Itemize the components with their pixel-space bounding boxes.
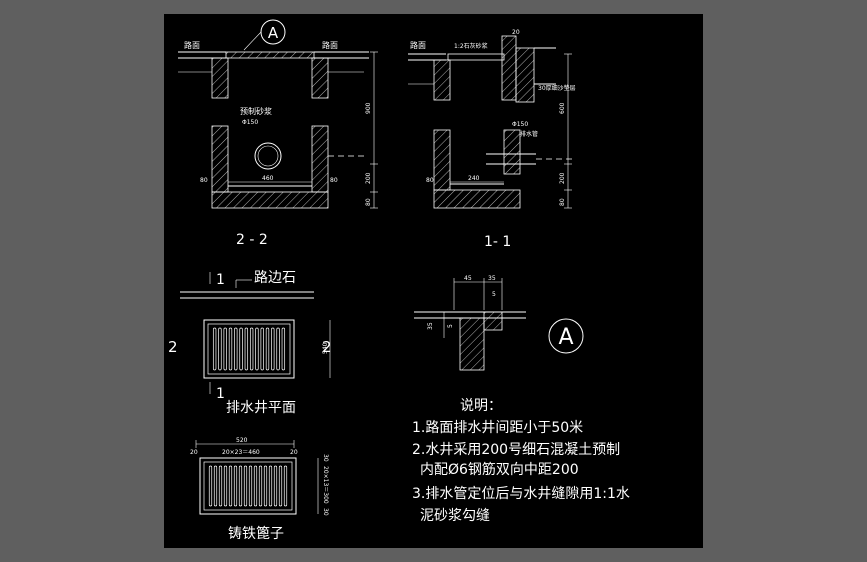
road-left-label: 路面 <box>184 40 200 50</box>
grate-mid-dim: 20×23＝460 <box>222 449 260 456</box>
grate-slot <box>243 465 248 507</box>
grate-slot <box>212 327 217 371</box>
grate-slot <box>276 327 280 371</box>
base-dim: 200 <box>365 172 372 184</box>
cut-left-label: 2 <box>168 338 178 356</box>
cut-top-label: 1 <box>216 272 225 288</box>
grate-side-mid: 20×13＝300 <box>322 466 329 504</box>
detail-dim-35-left: 35 <box>427 322 434 330</box>
detail-a: 45 35 5 35 5 A <box>414 275 584 371</box>
cut-bottom-label: 1 <box>216 386 225 402</box>
cut-right-label: 2 <box>322 338 332 356</box>
section-2-2: A 路面 路面 预制砂浆 Φ150 460 80 80 900 200 80 2… <box>178 19 378 248</box>
drain-label: 排水管 <box>520 130 538 138</box>
grate-slot <box>278 465 283 507</box>
note-2a: 2.水井采用200号细石混凝土预制 <box>412 442 620 458</box>
grate-slot <box>218 465 223 507</box>
wall-dim-11: 80 <box>426 177 434 184</box>
section-2-2-title: 2 - 2 <box>236 232 268 248</box>
grate-slot <box>255 327 259 371</box>
grate-slot <box>244 327 249 371</box>
grate-slot <box>223 465 228 507</box>
grate-slot <box>273 465 278 507</box>
curb-label: 路边石 <box>254 270 296 286</box>
detail-dim-45: 45 <box>464 275 472 282</box>
notes-heading: 说明： <box>460 398 502 414</box>
grate-slot <box>271 327 275 371</box>
bottom-dim: 80 <box>365 198 372 206</box>
wall-left-dim: 80 <box>200 177 208 184</box>
plan-side-dim: 540 <box>322 342 329 354</box>
grate-slot <box>223 327 227 371</box>
note-3b: 泥砂浆勾缝 <box>420 508 490 524</box>
grate-view: 520 20 20×23＝460 20 30 20×13＝300 30 铸铁篦子 <box>190 437 329 542</box>
grate-slot <box>228 327 233 371</box>
grate-slot <box>283 465 288 507</box>
section-1-1: 路面 1:2石灰砂浆 20 30厚细沙垫层 Φ150 排水管 240 80 60… <box>408 29 576 250</box>
road-label-11: 路面 <box>410 40 426 50</box>
grate-slot <box>265 327 270 371</box>
grate-slot <box>228 465 233 507</box>
grate-slot <box>268 465 273 507</box>
grate-title: 铸铁篦子 <box>228 526 284 542</box>
grate-slot <box>263 465 268 507</box>
grate-slot <box>253 465 258 507</box>
section-1-1-title: 1- 1 <box>484 234 511 250</box>
grate-slot <box>258 465 263 507</box>
height-dim: 900 <box>365 102 372 114</box>
grate-slot <box>238 465 243 507</box>
grate-side-top: 30 <box>322 454 329 462</box>
grate-slot <box>234 327 238 371</box>
detail-dim-5-left: 5 <box>447 324 454 328</box>
plan-view: 540 1 1 2 2 路边石 排水井平面 <box>168 270 332 416</box>
precast-label: 预制砂浆 <box>240 106 272 116</box>
grate-side-bottom: 30 <box>322 508 329 516</box>
pipe-dia-label: Φ150 <box>242 119 258 126</box>
plan-title: 排水井平面 <box>226 400 296 416</box>
height-dim-11: 600 <box>559 102 566 114</box>
mortar-label: 1:2石灰砂浆 <box>454 42 488 50</box>
drawing-canvas: A 路面 路面 预制砂浆 Φ150 460 80 80 900 200 80 2… <box>164 14 703 548</box>
grate-right-dim: 20 <box>290 449 298 456</box>
marker-a-label: A <box>268 24 279 42</box>
plan-grate-slots <box>212 327 286 371</box>
grate-left-dim: 20 <box>190 449 198 456</box>
grate-slot <box>213 465 218 507</box>
pipe-dia-label-11: Φ150 <box>512 121 528 128</box>
detail-dim-35-top: 35 <box>488 275 496 282</box>
joint-label: 30厚细沙垫层 <box>538 84 576 92</box>
detail-marker-a: A <box>558 325 573 350</box>
base-dim-11: 200 <box>559 172 566 184</box>
top-dim-label: 20 <box>512 29 520 36</box>
grate-slot <box>281 327 286 371</box>
grate-slot <box>233 465 238 507</box>
wall-right-dim: 80 <box>330 177 338 184</box>
grate-slot <box>239 327 243 371</box>
note-1: 1.路面排水井间距小于50米 <box>412 420 583 436</box>
grate-slot <box>260 327 264 371</box>
grate-slot <box>249 327 254 371</box>
note-2b: 内配Ø6钢筋双向中距200 <box>420 461 579 478</box>
road-right-label: 路面 <box>322 40 338 50</box>
width-dim-11: 240 <box>468 175 480 182</box>
detail-dim-5-top: 5 <box>492 291 496 298</box>
grate-slot <box>208 465 213 507</box>
grate-slots <box>208 465 288 507</box>
width-dim-label: 460 <box>262 175 274 182</box>
bottom-dim-11: 80 <box>559 198 566 206</box>
grate-total-dim: 520 <box>236 437 248 444</box>
grate-slot <box>248 465 253 507</box>
cad-drawing: A 路面 路面 预制砂浆 Φ150 460 80 80 900 200 80 2… <box>168 19 630 542</box>
notes: 说明： 1.路面排水井间距小于50米 2.水井采用200号细石混凝土预制 内配Ø… <box>412 398 630 524</box>
grate-slot <box>218 327 222 371</box>
note-3a: 3.排水管定位后与水井缝隙用1:1水 <box>412 486 630 502</box>
